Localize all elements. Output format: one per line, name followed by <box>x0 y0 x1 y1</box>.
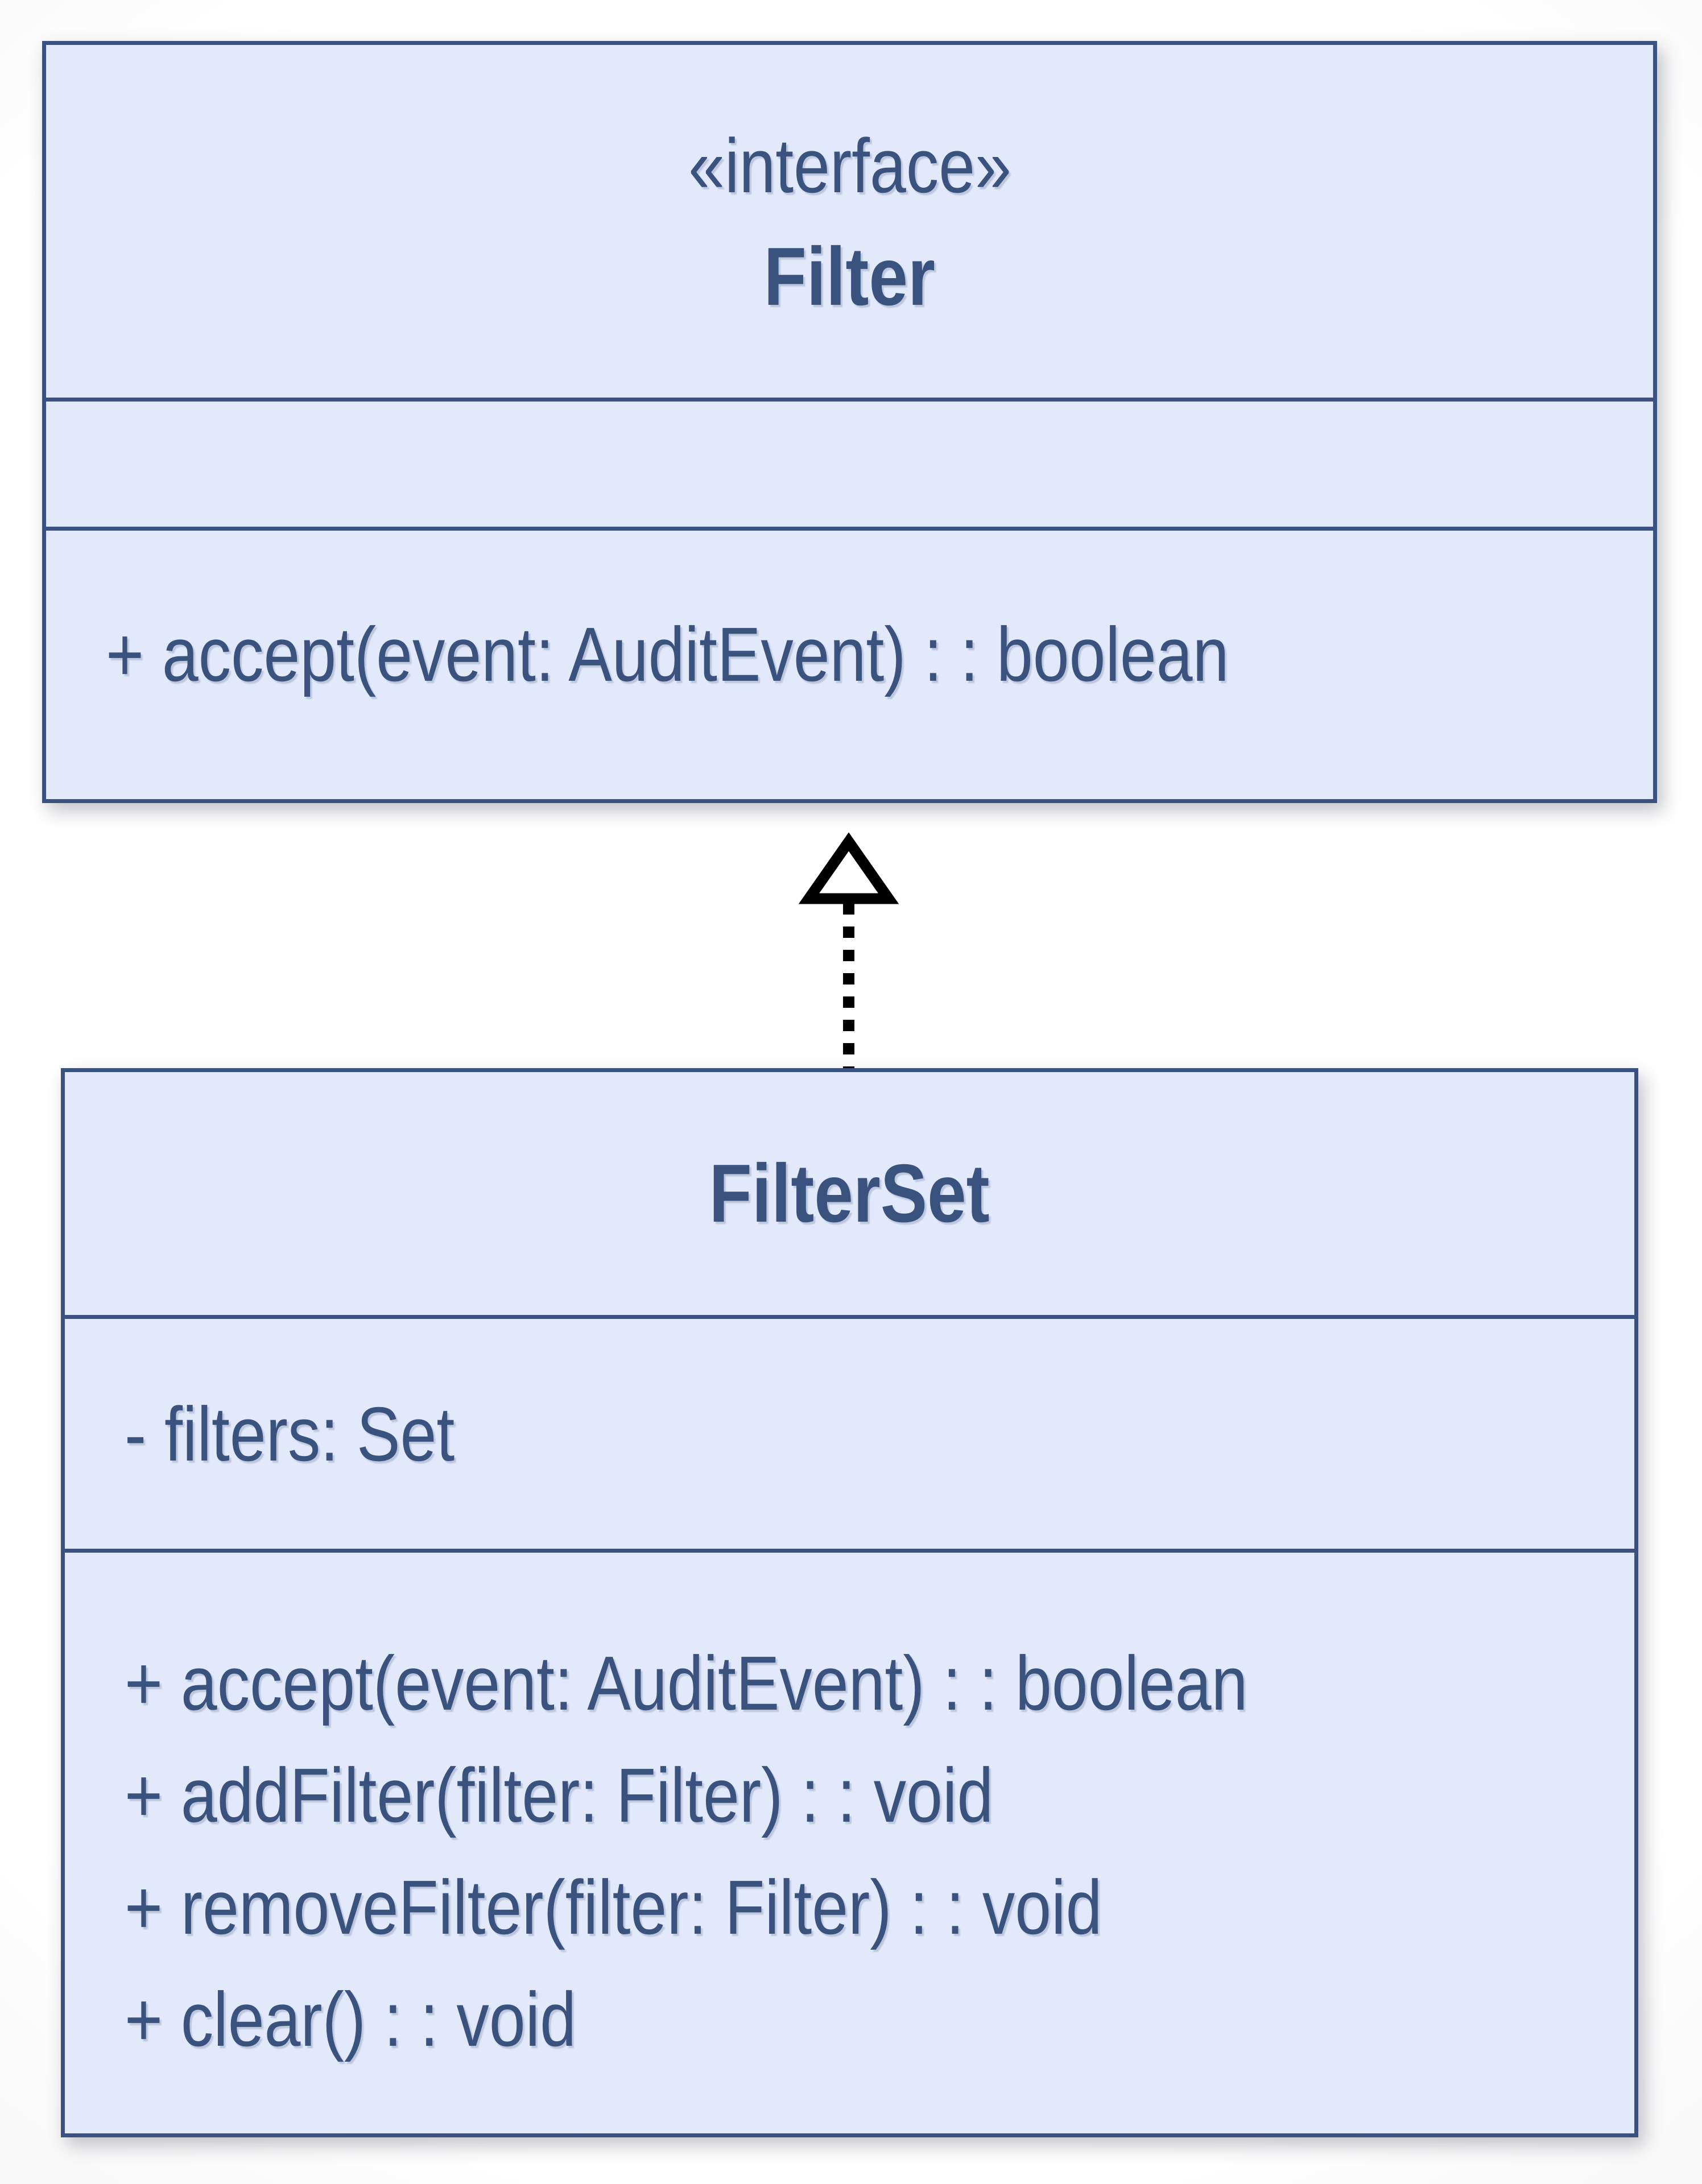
interface-filter-class-box: «interface» Filter + accept(event: Audit… <box>42 41 1657 803</box>
filterset-name-label: FilterSet <box>709 1147 990 1239</box>
filterset-title-compartment: FilterSet <box>65 1072 1634 1315</box>
method-label: + clear() : : void <box>125 1976 576 2062</box>
realization-triangle-head-icon <box>798 832 899 904</box>
compartment-divider <box>65 1549 1634 1553</box>
interface-name-line: Filter <box>749 221 951 332</box>
method-item: + removeFilter(filter: Filter) : : void <box>65 1851 1634 1963</box>
method-item: + addFilter(filter: Filter) : : void <box>65 1739 1634 1851</box>
method-item: + accept(event: AuditEvent) : : boolean <box>46 598 1653 710</box>
compartment-divider <box>65 1315 1634 1319</box>
attribute-label: - filters: Set <box>125 1391 455 1477</box>
method-label: + addFilter(filter: Filter) : : void <box>125 1752 994 1838</box>
filterset-class-box: FilterSet - filters: Set + accept(event:… <box>61 1068 1638 2137</box>
attribute-item: - filters: Set <box>65 1378 513 1490</box>
stereotype-label: «interface» <box>688 123 1011 209</box>
interface-name-label: Filter <box>763 230 936 322</box>
compartment-divider <box>46 398 1653 402</box>
method-label: + removeFilter(filter: Filter) : : void <box>125 1864 1102 1950</box>
method-item: + clear() : : void <box>65 1963 1634 2075</box>
compartment-divider <box>46 527 1653 531</box>
method-label: + accept(event: AuditEvent) : : boolean <box>125 1640 1248 1726</box>
filterset-attributes-compartment: - filters: Set <box>65 1319 1634 1549</box>
method-label: + accept(event: AuditEvent) : : boolean <box>106 611 1229 697</box>
interface-attributes-compartment <box>46 402 1653 527</box>
interface-title-compartment: «interface» Filter <box>46 45 1653 398</box>
interface-methods-compartment: + accept(event: AuditEvent) : : boolean <box>46 531 1653 799</box>
filterset-methods-compartment: + accept(event: AuditEvent) : : boolean … <box>65 1553 1634 2133</box>
filterset-name-line: FilterSet <box>684 1138 1014 1249</box>
stereotype-line: «interface» <box>660 110 1040 221</box>
method-item: + accept(event: AuditEvent) : : boolean <box>65 1627 1634 1739</box>
